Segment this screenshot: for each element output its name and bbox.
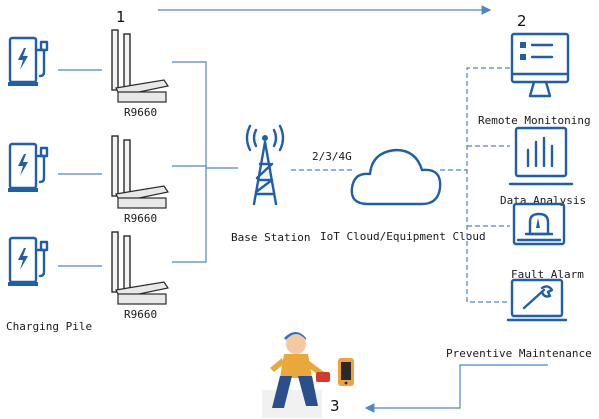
step-number-2: 2 xyxy=(517,12,527,30)
router-icon xyxy=(111,135,169,209)
router-icon xyxy=(111,29,169,103)
flow-arrow-return xyxy=(364,364,548,413)
cloud-icon xyxy=(350,148,442,206)
fault-alarm-label: Fault Alarm xyxy=(511,268,584,281)
remote-monitoring-label: Remote Monitoning xyxy=(478,114,591,127)
monitor-icon xyxy=(510,32,570,98)
charging-station-icon xyxy=(8,142,49,192)
cell-tower-icon xyxy=(245,124,285,206)
step-number-1: 1 xyxy=(116,8,126,26)
wrench-screen-icon xyxy=(506,278,568,322)
preventive-maintenance-label: Preventive Maintenance xyxy=(446,347,592,360)
smartphone-icon xyxy=(338,358,354,386)
step-number-3: 3 xyxy=(330,397,340,415)
router-label-2: R9660 xyxy=(124,212,157,225)
router-label-3: R9660 xyxy=(124,308,157,321)
technician-icon xyxy=(262,332,330,418)
router-label-1: R9660 xyxy=(124,106,157,119)
alarm-icon xyxy=(512,202,566,246)
base-station-label: Base Station xyxy=(231,231,310,244)
network-label: 2/3/4G xyxy=(312,150,352,163)
bar-chart-icon xyxy=(508,126,574,186)
charging-station-icon xyxy=(8,236,49,286)
router-icon xyxy=(111,231,169,305)
charging-station-icon xyxy=(8,36,49,86)
service-trunk xyxy=(466,67,510,303)
cloud-label: IoT Cloud/Equipment Cloud xyxy=(320,230,486,243)
router-bus xyxy=(172,61,207,263)
charging-pile-label: Charging Pile xyxy=(6,320,92,333)
